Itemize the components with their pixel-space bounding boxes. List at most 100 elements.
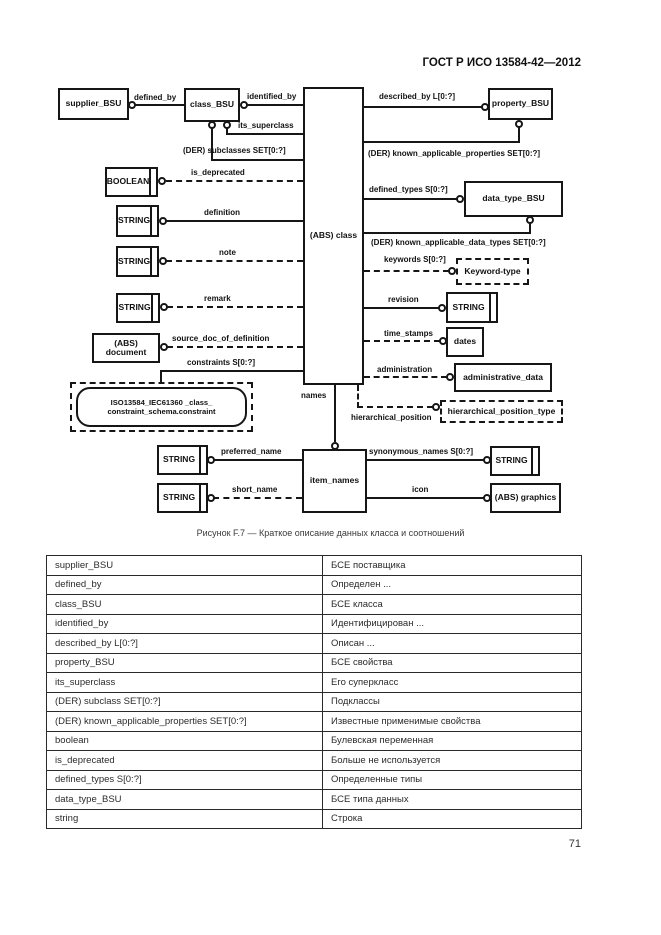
line-note (166, 260, 303, 262)
constraint-schema-line1: ISO13584_IEC61360 _class_ (110, 397, 213, 407)
type-boolean: BOOLEAN (105, 167, 158, 197)
constraint-schema-dashed-frame (70, 382, 253, 432)
circle-is-deprecated (158, 177, 166, 185)
desc-cell: Известные применимые свойства (322, 711, 582, 732)
line-defined-types (364, 198, 457, 200)
label-icon: icon (412, 485, 429, 494)
desc-cell: БСЕ типа данных (322, 789, 582, 810)
term-cell: class_BSU (46, 594, 323, 615)
line-defined-by (134, 104, 184, 106)
desc-cell: БСЕ поставщика (322, 555, 582, 576)
label-preferred-name: preferred_name (221, 447, 282, 456)
figure-caption: Рисунок F.7 — Краткое описание данных кл… (196, 528, 465, 538)
label-hierarchical-position: hierarchical_position (351, 413, 432, 422)
term-cell: (DER) known_applicable_properties SET[0:… (46, 711, 323, 732)
entity-dates: dates (446, 327, 484, 357)
line-revision (364, 307, 439, 309)
desc-cell: Определен ... (322, 574, 582, 595)
line-hierarchical-position-v (357, 385, 359, 408)
label-names: names (301, 391, 327, 400)
label-source-doc-of-definition: source_doc_of_definition (172, 334, 270, 343)
circle-note (159, 257, 167, 265)
label-note: note (219, 248, 236, 257)
term-cell: supplier_BSU (46, 555, 323, 576)
term-cell: (DER) subclass SET[0:?] (46, 691, 323, 712)
term-cell: boolean (46, 730, 323, 751)
type-string-revision: STRING (446, 292, 498, 323)
line-keywords (364, 270, 449, 272)
desc-cell: Подклассы (322, 691, 582, 712)
label-keywords: keywords S[0:?] (384, 255, 446, 264)
line-remark (167, 306, 303, 308)
desc-cell: БСЕ свойства (322, 652, 582, 673)
circle-icon (483, 494, 491, 502)
label-constraints: constraints S[0:?] (187, 358, 256, 367)
label-der-subclasses: (DER) subclasses SET[0:?] (183, 146, 286, 155)
term-cell: is_deprecated (46, 750, 323, 771)
circle-defined-by (128, 101, 136, 109)
constraint-schema-box: ISO13584_IEC61360 _class_ constraint_sch… (76, 387, 247, 427)
line-is-deprecated (166, 180, 303, 182)
label-described-by: described_by L[0:?] (379, 92, 456, 101)
label-der-known-applicable-properties: (DER) known_applicable_properties SET[0:… (368, 149, 541, 158)
circle-hierarchical-position (432, 403, 440, 411)
label-identified-by: identified_by (247, 92, 297, 101)
label-its-superclass: its_superclass (238, 121, 294, 130)
label-synonymous-names: synonymous_names S[0:?] (369, 447, 474, 456)
label-revision: revision (388, 295, 419, 304)
entity-property-bsu: property_BSU (488, 88, 553, 120)
label-der-known-applicable-data-types: (DER) known_applicable_data_types SET[0:… (371, 238, 546, 247)
circle-der-known-props (515, 120, 523, 128)
circle-keywords (448, 267, 456, 275)
desc-cell: Булевская переменная (322, 730, 582, 751)
line-described-by (364, 106, 482, 108)
term-cell: property_BSU (46, 652, 323, 673)
entity-abs-graphics: (ABS) graphics (490, 483, 561, 513)
circle-short-name (207, 494, 215, 502)
line-time-stamps (364, 340, 440, 342)
desc-cell: Определенные типы (322, 769, 582, 790)
line-definition (166, 220, 303, 222)
label-short-name: short_name (232, 485, 278, 494)
circle-its-superclass (223, 121, 231, 129)
desc-cell: Идентифицирован ... (322, 613, 582, 634)
term-cell: its_superclass (46, 672, 323, 693)
page-number: 71 (568, 838, 581, 850)
entity-abs-class: (ABS) class (303, 87, 364, 385)
line-der-known-props-h (364, 141, 520, 143)
table-row: (DER) subclass SET[0:?]Подклассы (46, 691, 582, 712)
entity-supplier-bsu: supplier_BSU (58, 88, 129, 120)
term-cell: data_type_BSU (46, 789, 323, 810)
label-remark: remark (204, 294, 231, 303)
label-defined-types: defined_types S[0:?] (369, 185, 448, 194)
type-string-preferred: STRING (157, 445, 208, 475)
circle-der-subclasses (208, 121, 216, 129)
line-preferred-name (213, 459, 302, 461)
line-icon (367, 497, 484, 499)
term-cell: identified_by (46, 613, 323, 634)
type-string-remark: STRING (116, 293, 160, 323)
desc-cell: БСЕ класса (322, 594, 582, 615)
line-der-known-data-types-v (529, 221, 531, 233)
type-hierarchical-position-type: hierarchical_position_type (440, 400, 563, 423)
line-der-subclasses-h (211, 159, 303, 161)
line-hierarchical-position-h (357, 406, 433, 408)
type-string-definition: STRING (116, 205, 159, 237)
desc-cell: Строка (322, 808, 582, 829)
term-cell: defined_by (46, 574, 323, 595)
circle-remark (160, 303, 168, 311)
type-keyword-type: Keyword-type (456, 258, 529, 285)
line-constraints-h (160, 370, 303, 372)
table-row: defined_types S[0:?]Определенные типы (46, 769, 582, 790)
circle-described-by (481, 103, 489, 111)
line-administration (364, 376, 447, 378)
line-synonymous-names (367, 459, 484, 461)
